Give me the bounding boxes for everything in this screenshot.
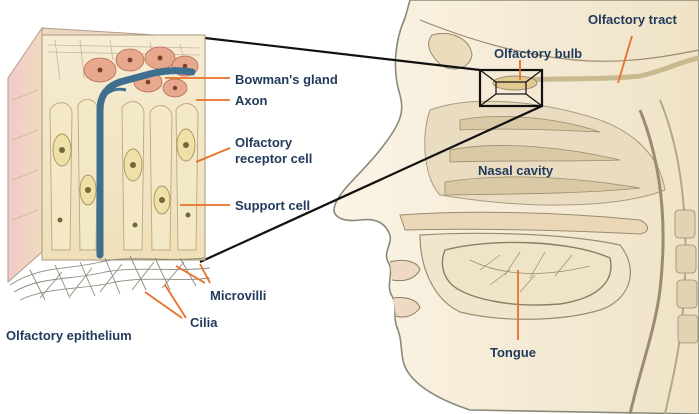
- label-support-cell: Support cell: [235, 198, 310, 213]
- vertebrae: [674, 209, 699, 344]
- zoom-box: [478, 68, 544, 108]
- label-bowmans-gland: Bowman's gland: [235, 72, 338, 87]
- face-profile: [333, 0, 699, 414]
- gland-nuclei: [97, 55, 188, 91]
- label-cilia: Cilia: [190, 315, 218, 330]
- labels: Olfactory tract Olfactory bulb Bowman's …: [6, 12, 678, 360]
- cell-nuclei: [57, 142, 191, 228]
- lips: [389, 259, 421, 282]
- epithelium-block: [7, 26, 211, 301]
- turbinate-middle: [449, 145, 621, 163]
- axon-fiber: [96, 67, 196, 259]
- zoom-box-inner: [495, 81, 527, 95]
- tongue-veins: [469, 251, 591, 293]
- leader-lines: [144, 35, 633, 340]
- olfactory-tract-nerve: [519, 55, 699, 83]
- zoom-box-diagonal-d: [525, 93, 543, 107]
- label-receptor-line2: receptor cell: [235, 151, 312, 166]
- cilia-layer: [9, 255, 211, 301]
- magnify-line-top: [204, 36, 481, 72]
- label-axon: Axon: [235, 93, 268, 108]
- lower-lip: [392, 297, 421, 318]
- label-olfactory-epithelium: Olfactory epithelium: [6, 328, 132, 343]
- label-tongue: Tongue: [490, 345, 536, 360]
- leader-microvilli: [175, 263, 211, 284]
- label-olfactory-tract: Olfactory tract: [588, 12, 678, 27]
- pharynx: [628, 109, 665, 414]
- label-olfactory-bulb: Olfactory bulb: [494, 46, 582, 61]
- leader-olfactory-tract: [617, 35, 633, 84]
- label-nasal-cavity: Nasal cavity: [478, 163, 554, 178]
- zoom-box-diagonal-b: [525, 69, 543, 83]
- zoom-box-diagonal-a: [479, 69, 497, 83]
- turbinate-lower: [444, 176, 641, 196]
- skull-base: [419, 19, 699, 62]
- head-cross-section: [333, 0, 699, 414]
- magnify-line-bottom: [199, 104, 543, 264]
- zoom-indicator: [199, 36, 544, 264]
- epithelium-side-face: [7, 26, 43, 284]
- palate: [399, 211, 648, 235]
- leader-cilia: [144, 284, 187, 319]
- leader-receptor-cell: [195, 147, 231, 163]
- axon-branch: [102, 87, 127, 98]
- zoom-box-diagonal-c: [479, 93, 497, 107]
- label-microvilli: Microvilli: [210, 288, 266, 303]
- label-receptor-line1: Olfactory: [235, 135, 293, 150]
- sinus-outline: [428, 33, 473, 70]
- receptor-cells: [52, 128, 196, 215]
